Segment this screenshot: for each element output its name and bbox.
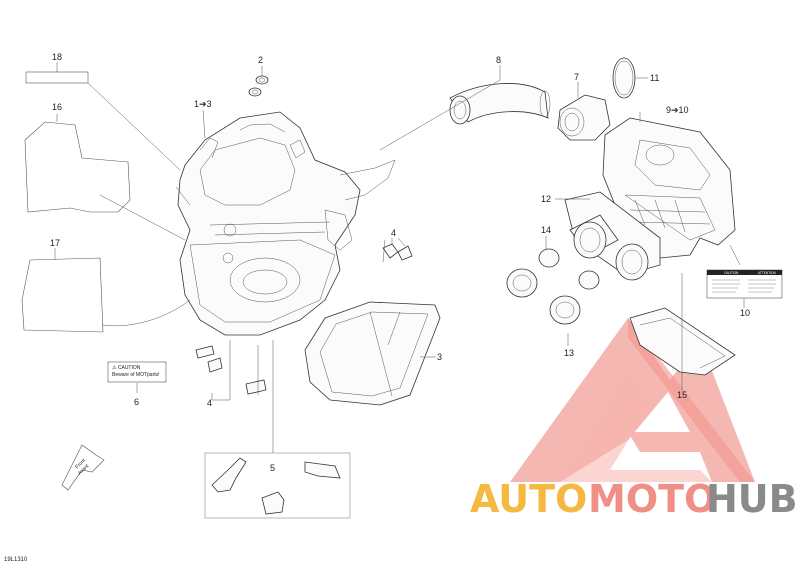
callout-4-upper: 4 [391, 228, 396, 238]
washer-part-2 [248, 75, 269, 97]
callout-5: 5 [270, 463, 275, 473]
watermark-hub: HUB [706, 477, 798, 521]
callout-11: 11 [650, 73, 659, 83]
base-plate-part-12 [564, 191, 661, 281]
callout-8: 8 [496, 55, 501, 65]
callout-3: 3 [437, 352, 442, 362]
clip-part-4-lower [195, 345, 267, 395]
warning-label-left-title: CAUTION [724, 271, 739, 275]
watermark-auto: AUTO [470, 477, 587, 521]
callout-2: 2 [258, 55, 263, 65]
watermark-text: AUTO MOTO HUB [470, 477, 798, 521]
o-ring-part-11 [612, 57, 636, 99]
intake-duct-part-8 [449, 83, 551, 125]
label-part-16 [24, 121, 131, 213]
clip-kit-box-part-5 [204, 452, 351, 519]
watermark-logo [510, 318, 755, 482]
callout-1-3: 1➔3 [194, 99, 212, 109]
drawing-code: 19L1310 [4, 557, 28, 563]
clip-part-4-upper [382, 243, 413, 261]
label-part-17 [21, 257, 104, 333]
callout-14: 14 [541, 225, 551, 235]
caution-label-title: ⚠ CAUTION [112, 365, 141, 371]
callout-13: 13 [564, 348, 574, 358]
clamp-part-14 [538, 248, 600, 290]
callout-15: 15 [677, 390, 687, 400]
callout-18: 18 [52, 52, 62, 62]
callout-4-lower: 4 [207, 398, 212, 408]
callout-17: 17 [50, 238, 60, 248]
callout-16: 16 [52, 102, 62, 112]
front-direction-arrow: Front Avant [61, 444, 105, 491]
callout-10: 10 [740, 308, 750, 318]
callout-9-10: 9➔10 [666, 105, 689, 115]
seal-part-15 [629, 307, 736, 376]
airbox-housing [177, 111, 396, 336]
caution-label-text: Beware of MOTparts! [112, 372, 160, 378]
callout-7: 7 [574, 72, 579, 82]
callout-12: 12 [541, 194, 551, 204]
label-part-18 [25, 71, 89, 84]
callout-6: 6 [134, 397, 139, 407]
warning-label-part-10: CAUTION ATTENTION [706, 269, 783, 299]
watermark-moto: MOTO [588, 477, 716, 521]
warning-label-right-title: ATTENTION [758, 271, 777, 275]
caution-label-part-6: ⚠ CAUTION Beware of MOTparts! [107, 361, 167, 383]
adapter-part-7 [557, 94, 611, 141]
leader-lines [54, 62, 745, 453]
sleeve-part-13 [506, 268, 581, 325]
air-filter-part-3 [304, 301, 441, 406]
